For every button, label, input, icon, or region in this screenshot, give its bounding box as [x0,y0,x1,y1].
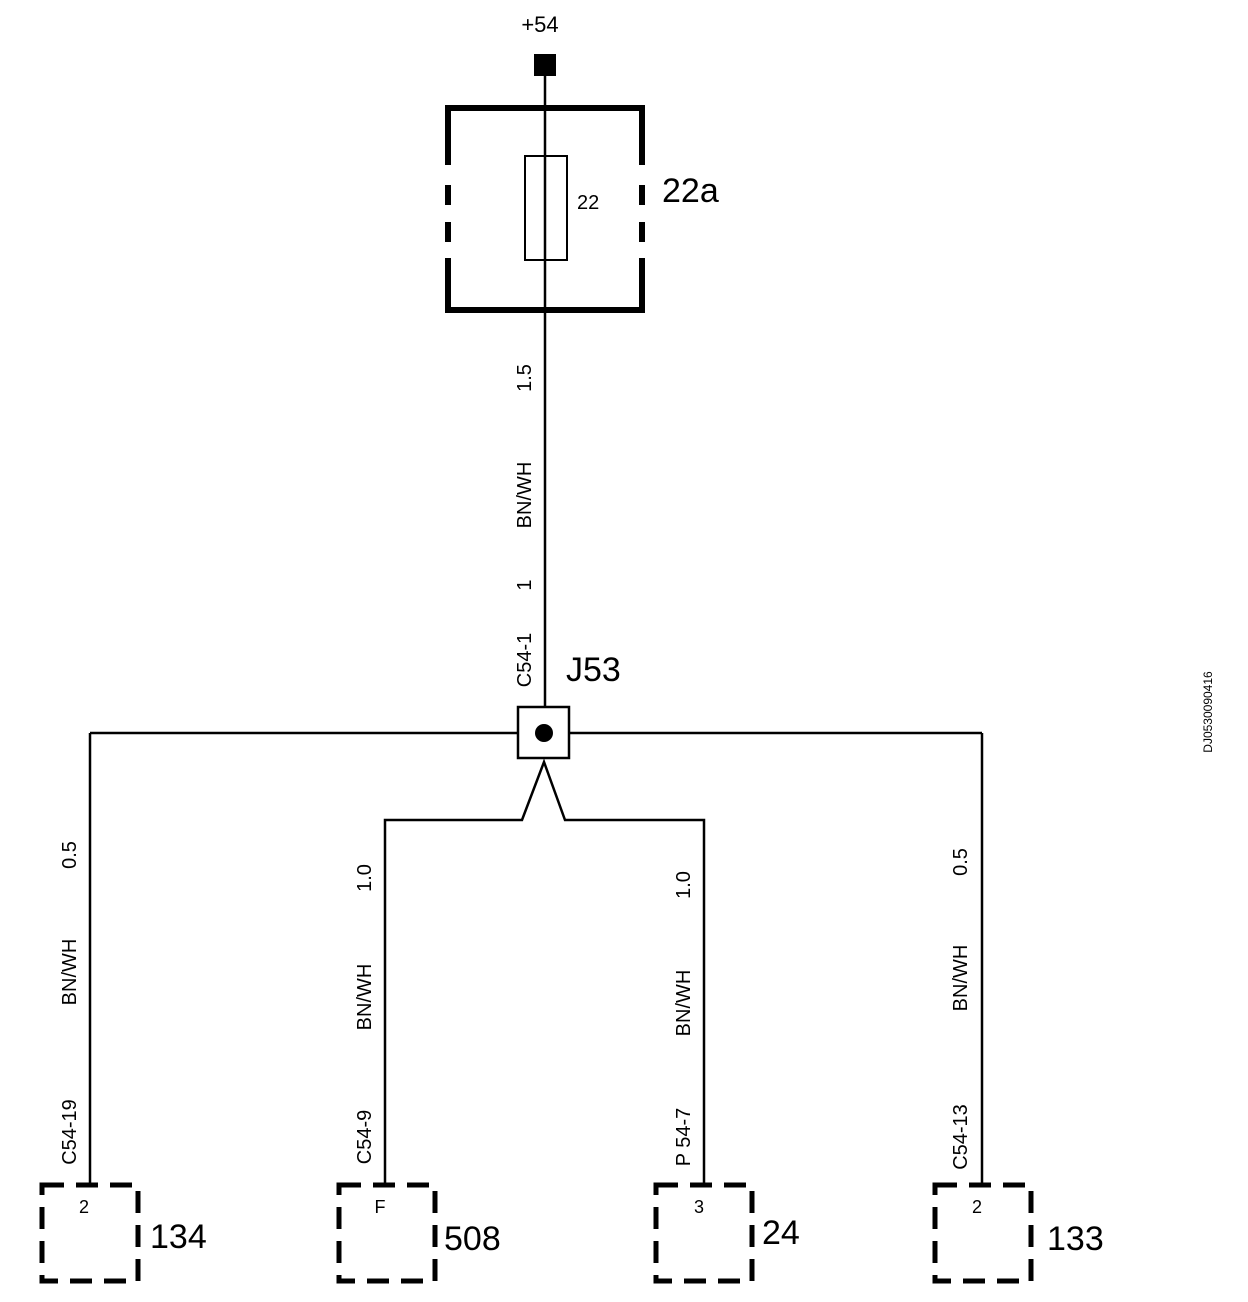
bus-inner [383,758,706,1185]
branch-24-pin: 3 [694,1197,704,1217]
trunk-gauge: 1.5 [514,364,536,392]
trunk-pin: 1 [514,579,536,590]
component-box-508 [336,1182,438,1284]
branch-508-gauge: 1.0 [354,864,376,892]
branch-508-color: BN/WH [354,964,376,1031]
branch-134-connector: C54-19 [59,1099,81,1165]
splice-dot [535,724,553,742]
branch-24-gauge: 1.0 [673,871,695,899]
supply-label: +54 [521,12,558,37]
component-label-24: 24 [762,1214,800,1252]
branch-133-color: BN/WH [950,945,972,1012]
branch-134-gauge: 0.5 [59,841,81,869]
fuse-number: 22 [577,192,599,214]
supply-terminal [534,54,556,76]
branch-508-connector: C54-9 [354,1110,376,1164]
drawing-reference: DJ0530090416 [1201,671,1215,753]
branch-133-pin: 2 [972,1197,982,1217]
branch-508-pin: F [375,1197,386,1217]
component-label-133: 133 [1047,1220,1104,1258]
splice-connector-label: C54-1 [514,633,536,687]
branch-133-connector: C54-13 [950,1104,972,1170]
component-box-134 [39,1182,141,1284]
fuse-box-label: 22a [662,172,719,210]
branch-24-connector: P 54-7 [673,1108,695,1167]
branch-133-gauge: 0.5 [950,848,972,876]
branch-24-color: BN/WH [673,970,695,1037]
branch-134-pin: 2 [79,1197,89,1217]
trunk-color: BN/WH [514,462,536,529]
fuse-box [445,105,645,313]
component-box-133 [932,1182,1034,1284]
component-box-24 [653,1182,755,1284]
branch-134-color: BN/WH [59,939,81,1006]
component-label-134: 134 [150,1218,207,1256]
component-label-508: 508 [444,1220,501,1258]
splice-label: J53 [566,651,621,689]
